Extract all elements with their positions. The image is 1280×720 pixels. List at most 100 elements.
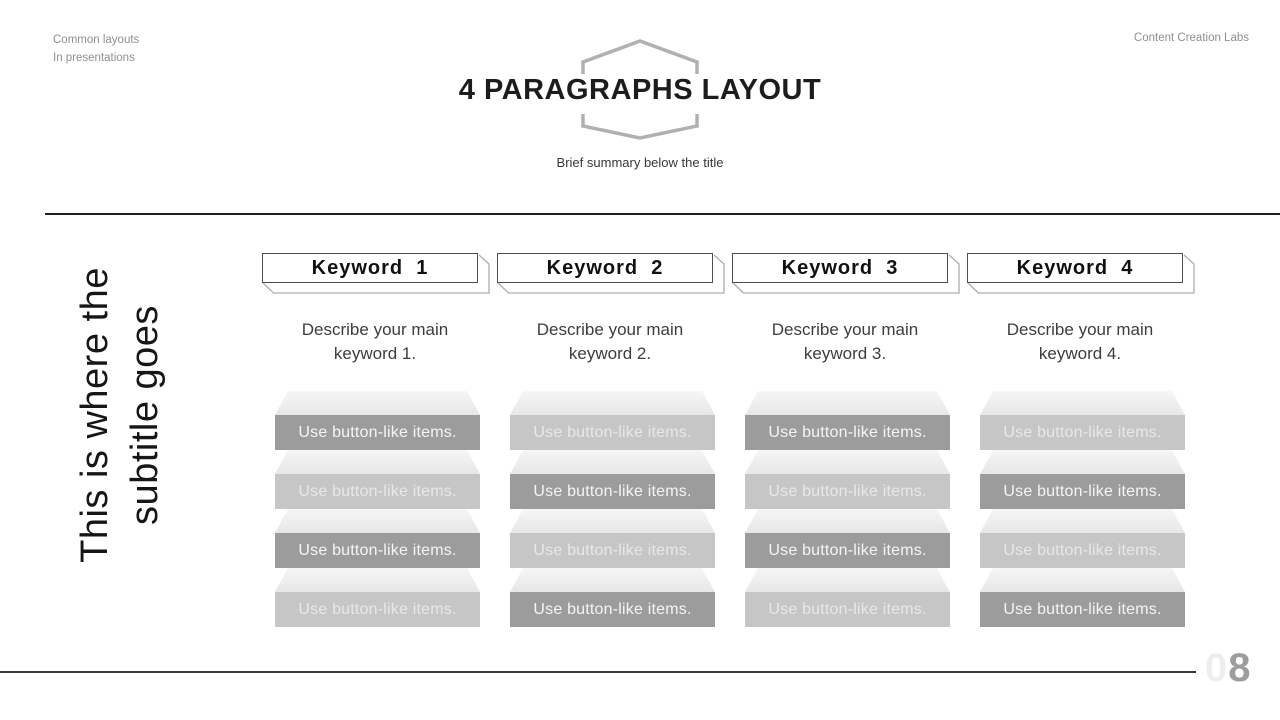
button-item: Use button-like items. [275,391,480,450]
keyword-description: Describe your main keyword 2. [497,318,723,366]
button-item: Use button-like items. [745,509,950,568]
keyword-header-1: Keyword 1 [262,253,490,294]
button-stack: Use button-like items. Use button-like i… [980,391,1185,627]
button-item-top-face [275,450,480,474]
bottom-divider [0,671,1196,673]
keyword-description: Describe your main keyword 3. [732,318,958,366]
button-item-label: Use button-like items. [980,592,1185,627]
description-line1: Describe your main [1006,320,1154,339]
button-item: Use button-like items. [275,568,480,627]
keyword-box-front: Keyword 1 [262,253,478,283]
button-item: Use button-like items. [510,391,715,450]
keyword-column-4: Keyword 4 Describe your main keyword 4. … [967,253,1195,627]
box-3d-shadow [262,254,490,294]
button-stack: Use button-like items. Use button-like i… [275,391,480,627]
keyword-description: Describe your main keyword 4. [967,318,1193,366]
vertical-subtitle: This is where the subtitle goes [70,235,170,595]
description-line1: Describe your main [536,320,684,339]
button-item-top-face [745,568,950,592]
keyword-label: Keyword 4 [1016,256,1134,279]
eyebrow-line2: In presentations [53,52,135,64]
button-item-label: Use button-like items. [275,533,480,568]
keyword-header-2: Keyword 2 [497,253,725,294]
button-item: Use button-like items. [980,450,1185,509]
keyword-description: Describe your main keyword 1. [262,318,488,366]
button-item: Use button-like items. [510,509,715,568]
button-item: Use button-like items. [980,391,1185,450]
button-item-label: Use button-like items. [745,533,950,568]
button-item-label: Use button-like items. [275,474,480,509]
eyebrow-text: Common layouts In presentations [53,31,139,67]
button-item-top-face [510,391,715,415]
box-3d-shadow [497,254,725,294]
title-summary: Brief summary below the title [556,155,724,170]
description-line2: keyword 1. [333,344,417,363]
description-line2: keyword 3. [803,344,887,363]
button-item-label: Use button-like items. [980,474,1185,509]
subtitle-line1: This is where the [74,267,116,563]
subtitle-line2: subtitle goes [124,305,166,525]
keyword-column-3: Keyword 3 Describe your main keyword 3. … [732,253,960,627]
button-stack: Use button-like items. Use button-like i… [745,391,950,627]
button-item-top-face [745,509,950,533]
button-item: Use button-like items. [275,450,480,509]
page-title: 4 PARAGRAPHS LAYOUT [458,74,822,106]
button-item-top-face [980,391,1185,415]
button-item: Use button-like items. [510,568,715,627]
keyword-box-front: Keyword 2 [497,253,713,283]
button-item: Use button-like items. [510,450,715,509]
button-item-top-face [980,568,1185,592]
button-stack: Use button-like items. Use button-like i… [510,391,715,627]
box-3d-shadow [967,254,1195,294]
box-3d-shadow [732,254,960,294]
button-item-top-face [510,450,715,474]
button-item-label: Use button-like items. [510,474,715,509]
button-item: Use button-like items. [745,391,950,450]
eyebrow-line1: Common layouts [53,34,140,46]
description-line1: Describe your main [771,320,919,339]
button-item: Use button-like items. [745,568,950,627]
keyword-header-4: Keyword 4 [967,253,1195,294]
button-item: Use button-like items. [980,509,1185,568]
description-line2: keyword 2. [568,344,652,363]
keyword-column-2: Keyword 2 Describe your main keyword 2. … [497,253,725,627]
button-item-top-face [275,391,480,415]
button-item-top-face [275,509,480,533]
button-item-label: Use button-like items. [980,533,1185,568]
button-item: Use button-like items. [980,568,1185,627]
button-item-label: Use button-like items. [275,592,480,627]
description-line2: keyword 4. [1038,344,1122,363]
keyword-column-1: Keyword 1 Describe your main keyword 1. … [262,253,490,627]
button-item-label: Use button-like items. [980,415,1185,450]
button-item: Use button-like items. [275,509,480,568]
button-item-top-face [510,509,715,533]
brand-text: Content Creation Labs [1133,32,1249,44]
keyword-label: Keyword 1 [311,256,429,279]
button-item: Use button-like items. [745,450,950,509]
keyword-box-front: Keyword 4 [967,253,1183,283]
keyword-columns: Keyword 1 Describe your main keyword 1. … [262,253,1195,627]
button-item-label: Use button-like items. [745,592,950,627]
top-divider [45,213,1280,215]
button-item-top-face [275,568,480,592]
button-item-top-face [745,391,950,415]
keyword-label: Keyword 2 [546,256,664,279]
page-number-digit: 8 [1228,646,1252,690]
page-number-leading-zero: 0 [1205,646,1229,690]
button-item-label: Use button-like items. [745,415,950,450]
button-item-top-face [510,568,715,592]
button-item-label: Use button-like items. [510,415,715,450]
button-item-label: Use button-like items. [745,474,950,509]
keyword-header-3: Keyword 3 [732,253,960,294]
hexagon-badge-icon [581,39,699,140]
button-item-label: Use button-like items. [510,592,715,627]
button-item-top-face [980,450,1185,474]
button-item-label: Use button-like items. [275,415,480,450]
description-line1: Describe your main [301,320,449,339]
button-item-top-face [980,509,1185,533]
keyword-label: Keyword 3 [781,256,899,279]
button-item-label: Use button-like items. [510,533,715,568]
keyword-box-front: Keyword 3 [732,253,948,283]
page-number: 08 [1205,646,1252,691]
button-item-top-face [745,450,950,474]
